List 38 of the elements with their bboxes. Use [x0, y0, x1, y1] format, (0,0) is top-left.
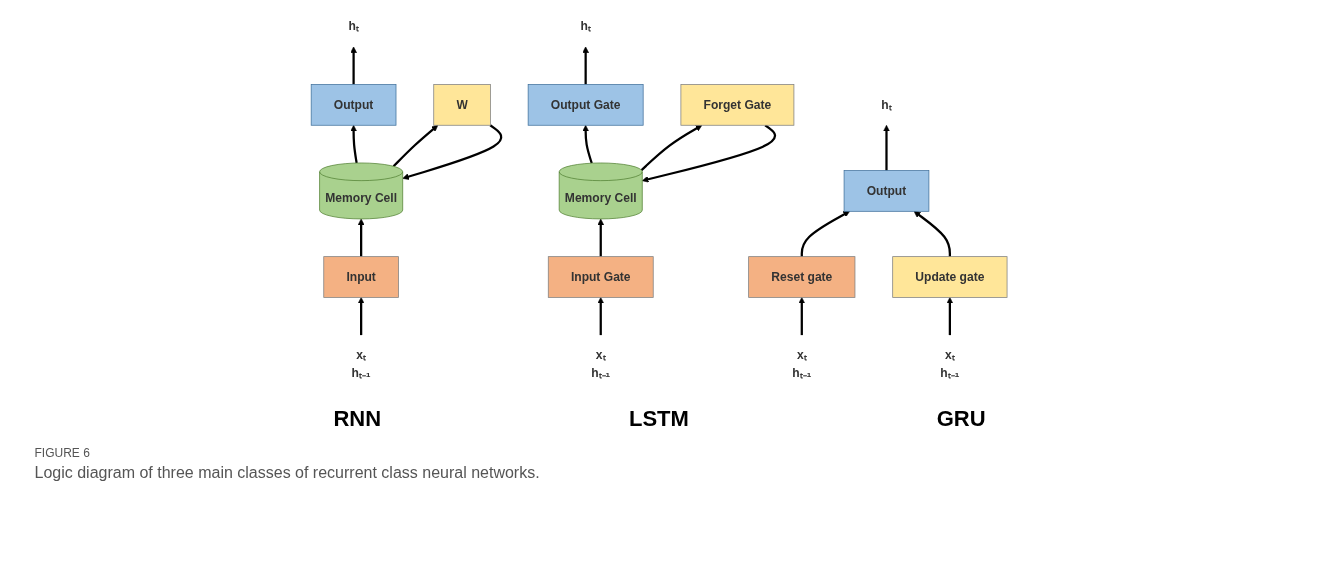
node-box: Input Gate [548, 256, 654, 298]
arrow [597, 218, 605, 257]
arrow [402, 124, 503, 180]
arrow [641, 124, 703, 171]
node-text: xₜ hₜ₋₁ [351, 348, 372, 380]
node-text: hₜ [348, 19, 360, 33]
arrow [358, 297, 365, 336]
arrow [350, 46, 358, 85]
arrow [801, 211, 851, 257]
arrow [358, 218, 365, 257]
arrow [642, 124, 777, 183]
caption: Logic diagram of three main classes of recurrent class neural networks. [34, 464, 541, 482]
arrow [597, 297, 605, 336]
node-box: Output [311, 84, 397, 126]
node-box: Output [844, 170, 930, 212]
arrow [350, 124, 359, 164]
arrow [914, 211, 952, 257]
node-text: xₜ hₜ₋₁ [591, 348, 611, 380]
node-text: hₜ [580, 19, 592, 33]
node-text: xₜ hₜ₋₁ [940, 348, 960, 380]
arrow [883, 124, 891, 171]
arrow [393, 124, 439, 168]
node-text: hₜ [881, 98, 893, 111]
model-name: RNN [333, 406, 382, 432]
node-box: W [433, 84, 492, 126]
model-name: GRU [936, 406, 986, 432]
node-box: Reset gate [748, 256, 856, 298]
node-box: Output Gate [528, 84, 644, 126]
node-box: Update gate [892, 256, 1008, 298]
node-box: Input [323, 256, 400, 298]
figure-number: FIGURE 6 [34, 446, 91, 460]
arrow [582, 124, 594, 164]
arrow [946, 297, 954, 336]
node-box: Forget Gate [680, 84, 795, 126]
node-text: xₜ hₜ₋₁ [792, 348, 812, 380]
arrow [582, 46, 590, 85]
model-name: LSTM [628, 406, 689, 432]
arrow [798, 297, 806, 336]
